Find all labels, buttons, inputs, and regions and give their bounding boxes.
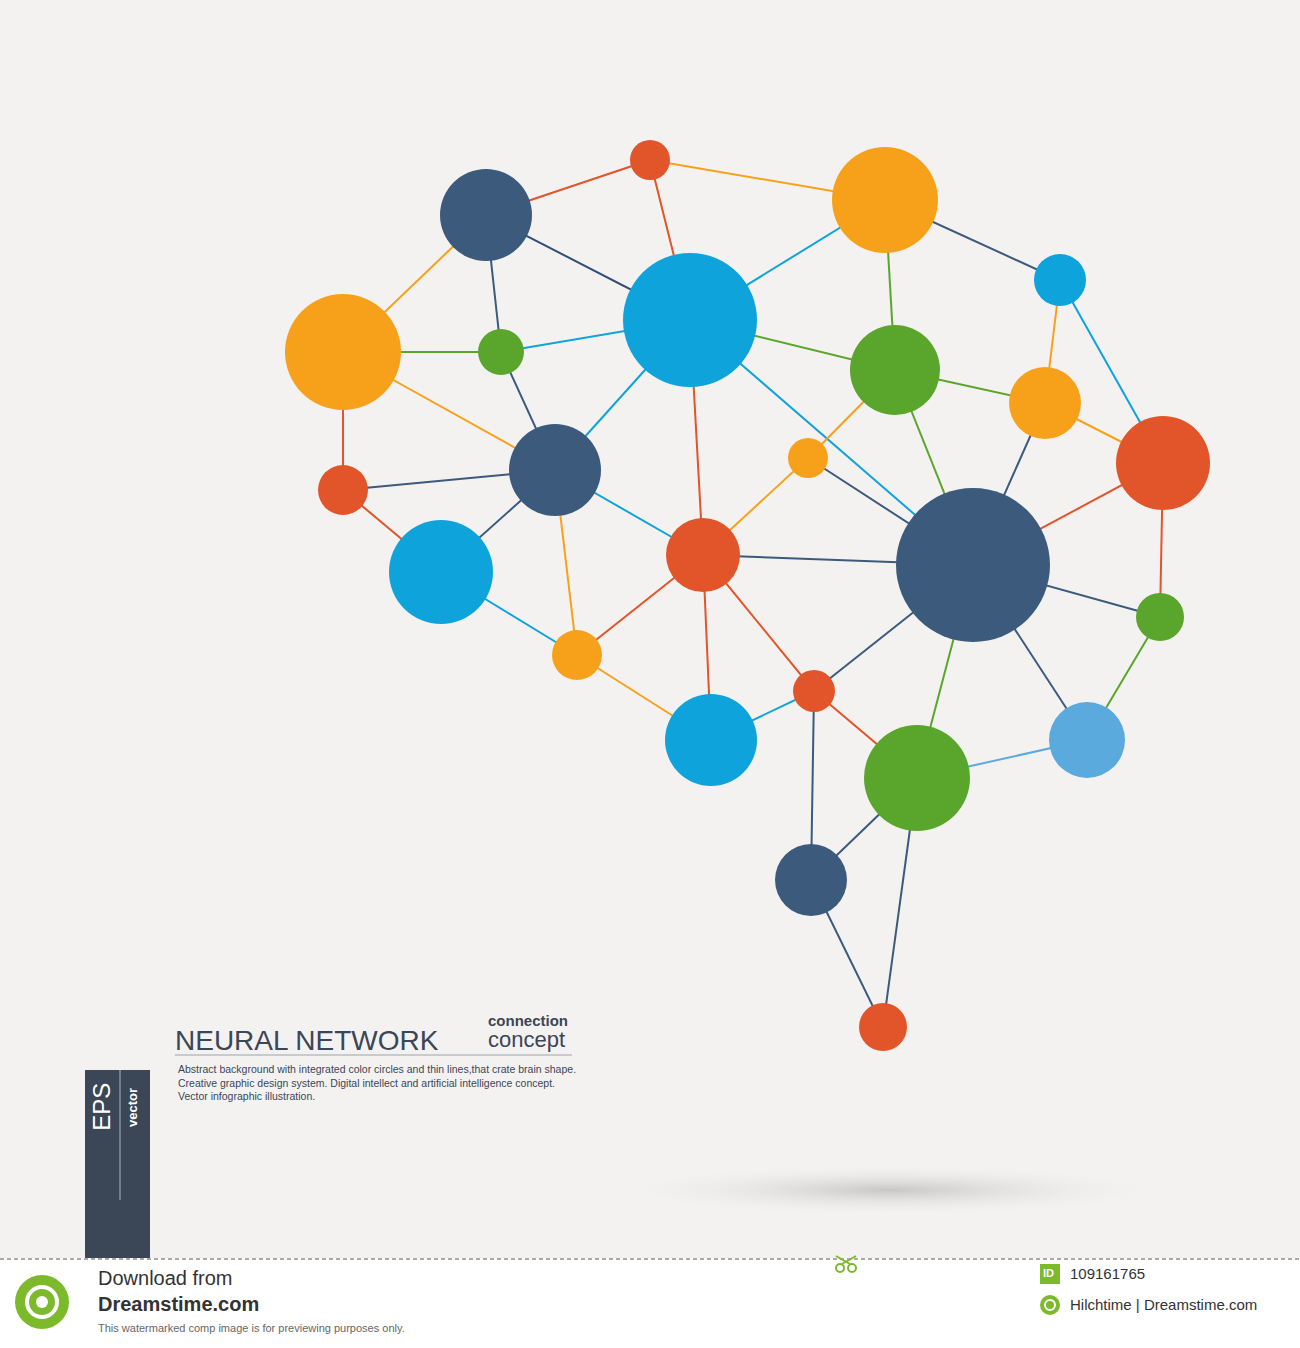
subtitle-word: concept	[488, 1027, 565, 1052]
heading-title: NEURAL NETWORK	[175, 1025, 438, 1057]
caption-text: Abstract background with integrated colo…	[178, 1063, 578, 1104]
image-id: 109161765	[1070, 1265, 1145, 1282]
site-name: Dreamstime.com	[98, 1293, 259, 1316]
watermark-note: This watermarked comp image is for previ…	[98, 1322, 405, 1335]
format-label: EPS	[88, 1083, 116, 1131]
format-label: vector	[127, 1087, 142, 1126]
id-badge: ID	[1043, 1267, 1054, 1280]
subtitle-word: connection	[488, 1012, 568, 1029]
download-text: Download from	[98, 1267, 233, 1290]
author-credit: Hilchtime | Dreamstime.com	[1070, 1296, 1257, 1313]
